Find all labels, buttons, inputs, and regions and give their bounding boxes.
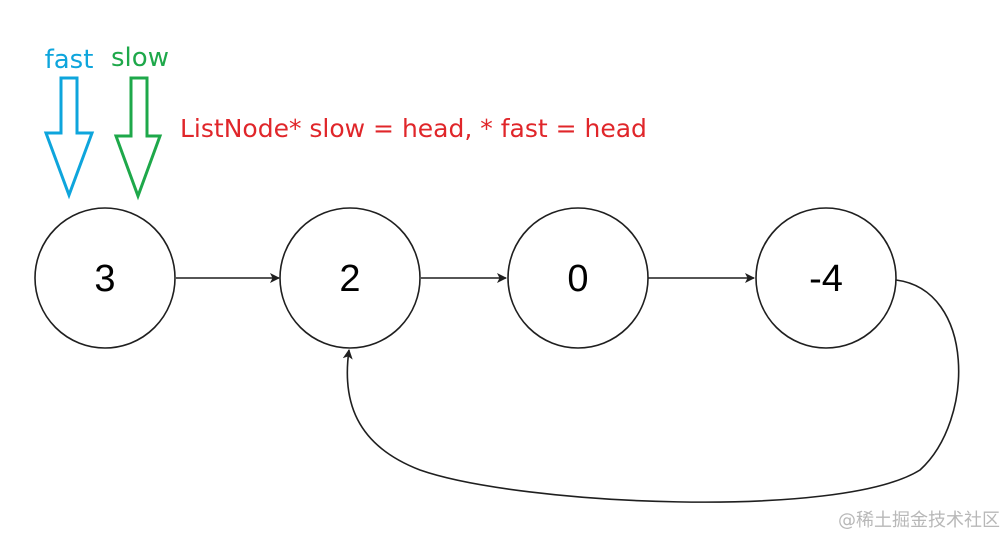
list-node-1: 3 — [34, 207, 176, 349]
node-value: 3 — [94, 258, 115, 300]
list-node-4: -4 — [755, 207, 897, 349]
cycle-edge-node-4-to-node-2 — [342, 279, 960, 503]
code-annotation: ListNode* slow = head, * fast = head — [180, 114, 647, 143]
list-node-3: 0 — [507, 207, 649, 349]
fast-pointer-label: fast — [45, 45, 94, 75]
list-node-2: 2 — [279, 207, 421, 349]
fast-pointer-arrow — [43, 76, 95, 200]
node-value: 0 — [567, 258, 588, 300]
slow-pointer-label: slow — [111, 43, 169, 73]
node-value: 2 — [339, 258, 360, 300]
slow-pointer-arrow — [113, 76, 163, 201]
watermark-text: @稀土掘金技术社区 — [838, 510, 1000, 531]
node-value: -4 — [809, 258, 843, 300]
